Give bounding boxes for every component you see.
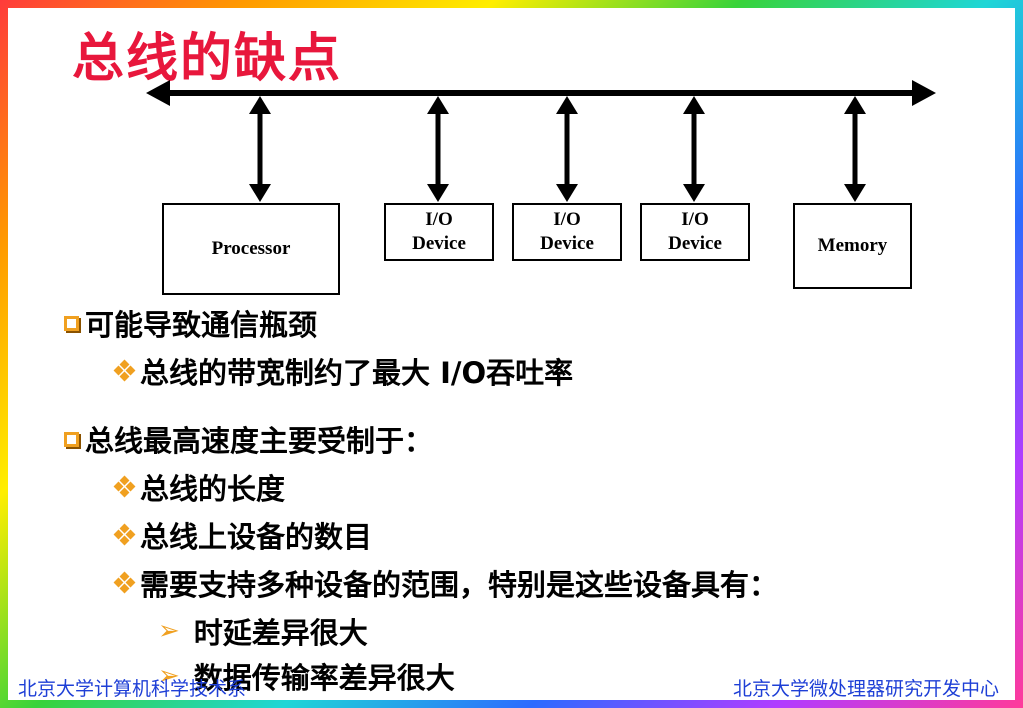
bullet-text: 总线的带宽制约了最大 I/O吞吐率 [140,356,574,390]
diamond-bullet-icon [113,475,136,498]
processor-box: Processor [162,203,340,295]
bullet-2-sub-3-b: ➢ 数据传输率差异很大 [158,655,455,697]
io-device-box-1: I/O Device [384,203,494,261]
device-label: Device [668,233,722,254]
io-device-box-3: I/O Device [640,203,750,261]
arrow-bullet-icon: ➢ [158,616,180,646]
diamond-bullet-icon [113,359,136,382]
device-label: Device [412,233,466,254]
bullet-2-sub-3-a: ➢ 时延差异很大 [158,610,368,652]
memory-connector [844,96,866,202]
footer-right: 北京大学微处理器研究开发中心 [732,678,999,700]
processor-connector [249,96,271,202]
io-device-box-2: I/O Device [512,203,622,261]
io-device-2-connector [556,96,578,202]
bullet-2: 总线最高速度主要受制于： [64,418,433,460]
bullet-text: 总线的长度 [140,472,286,506]
bullet-text: 需要支持多种设备的范围，特别是这些设备具有： [140,568,779,602]
memory-label: Memory [817,235,888,256]
io-device-1-connector [427,96,449,202]
io-label: I/O [681,209,709,230]
arrow-bullet-icon: ➢ [158,661,180,691]
square-bullet-icon [64,431,79,447]
bullet-text: 总线最高速度主要受制于： [85,424,434,458]
bullet-text: 总线上设备的数目 [140,520,373,554]
bullet-2-sub-2: 总线上设备的数目 [113,514,373,556]
io-label: I/O [553,209,581,230]
processor-label: Processor [211,238,291,259]
diamond-bullet-icon [113,571,136,594]
bullet-2-sub-3: 需要支持多种设备的范围，特别是这些设备具有： [113,562,779,604]
bullet-text: 数据传输率差异很大 [193,661,455,695]
diamond-bullet-icon [113,523,136,546]
bullet-1-sub-1: 总线的带宽制约了最大 I/O吞吐率 [113,350,574,392]
slide [8,8,1015,700]
bullet-text: 可能导致通信瓶颈 [85,308,318,342]
io-label: I/O [425,209,453,230]
bullet-text: 时延差异很大 [193,616,368,650]
bullet-2-sub-1: 总线的长度 [113,466,286,508]
slide-title: 总线的缺点 [72,29,343,89]
memory-box: Memory [793,203,912,289]
bullet-1: 可能导致通信瓶颈 [64,302,317,344]
device-label: Device [540,233,594,254]
io-device-3-connector [683,96,705,202]
bus-line [146,80,936,106]
square-bullet-icon [64,315,79,331]
footer-left: 北京大学计算机科学技术系 [18,678,247,700]
